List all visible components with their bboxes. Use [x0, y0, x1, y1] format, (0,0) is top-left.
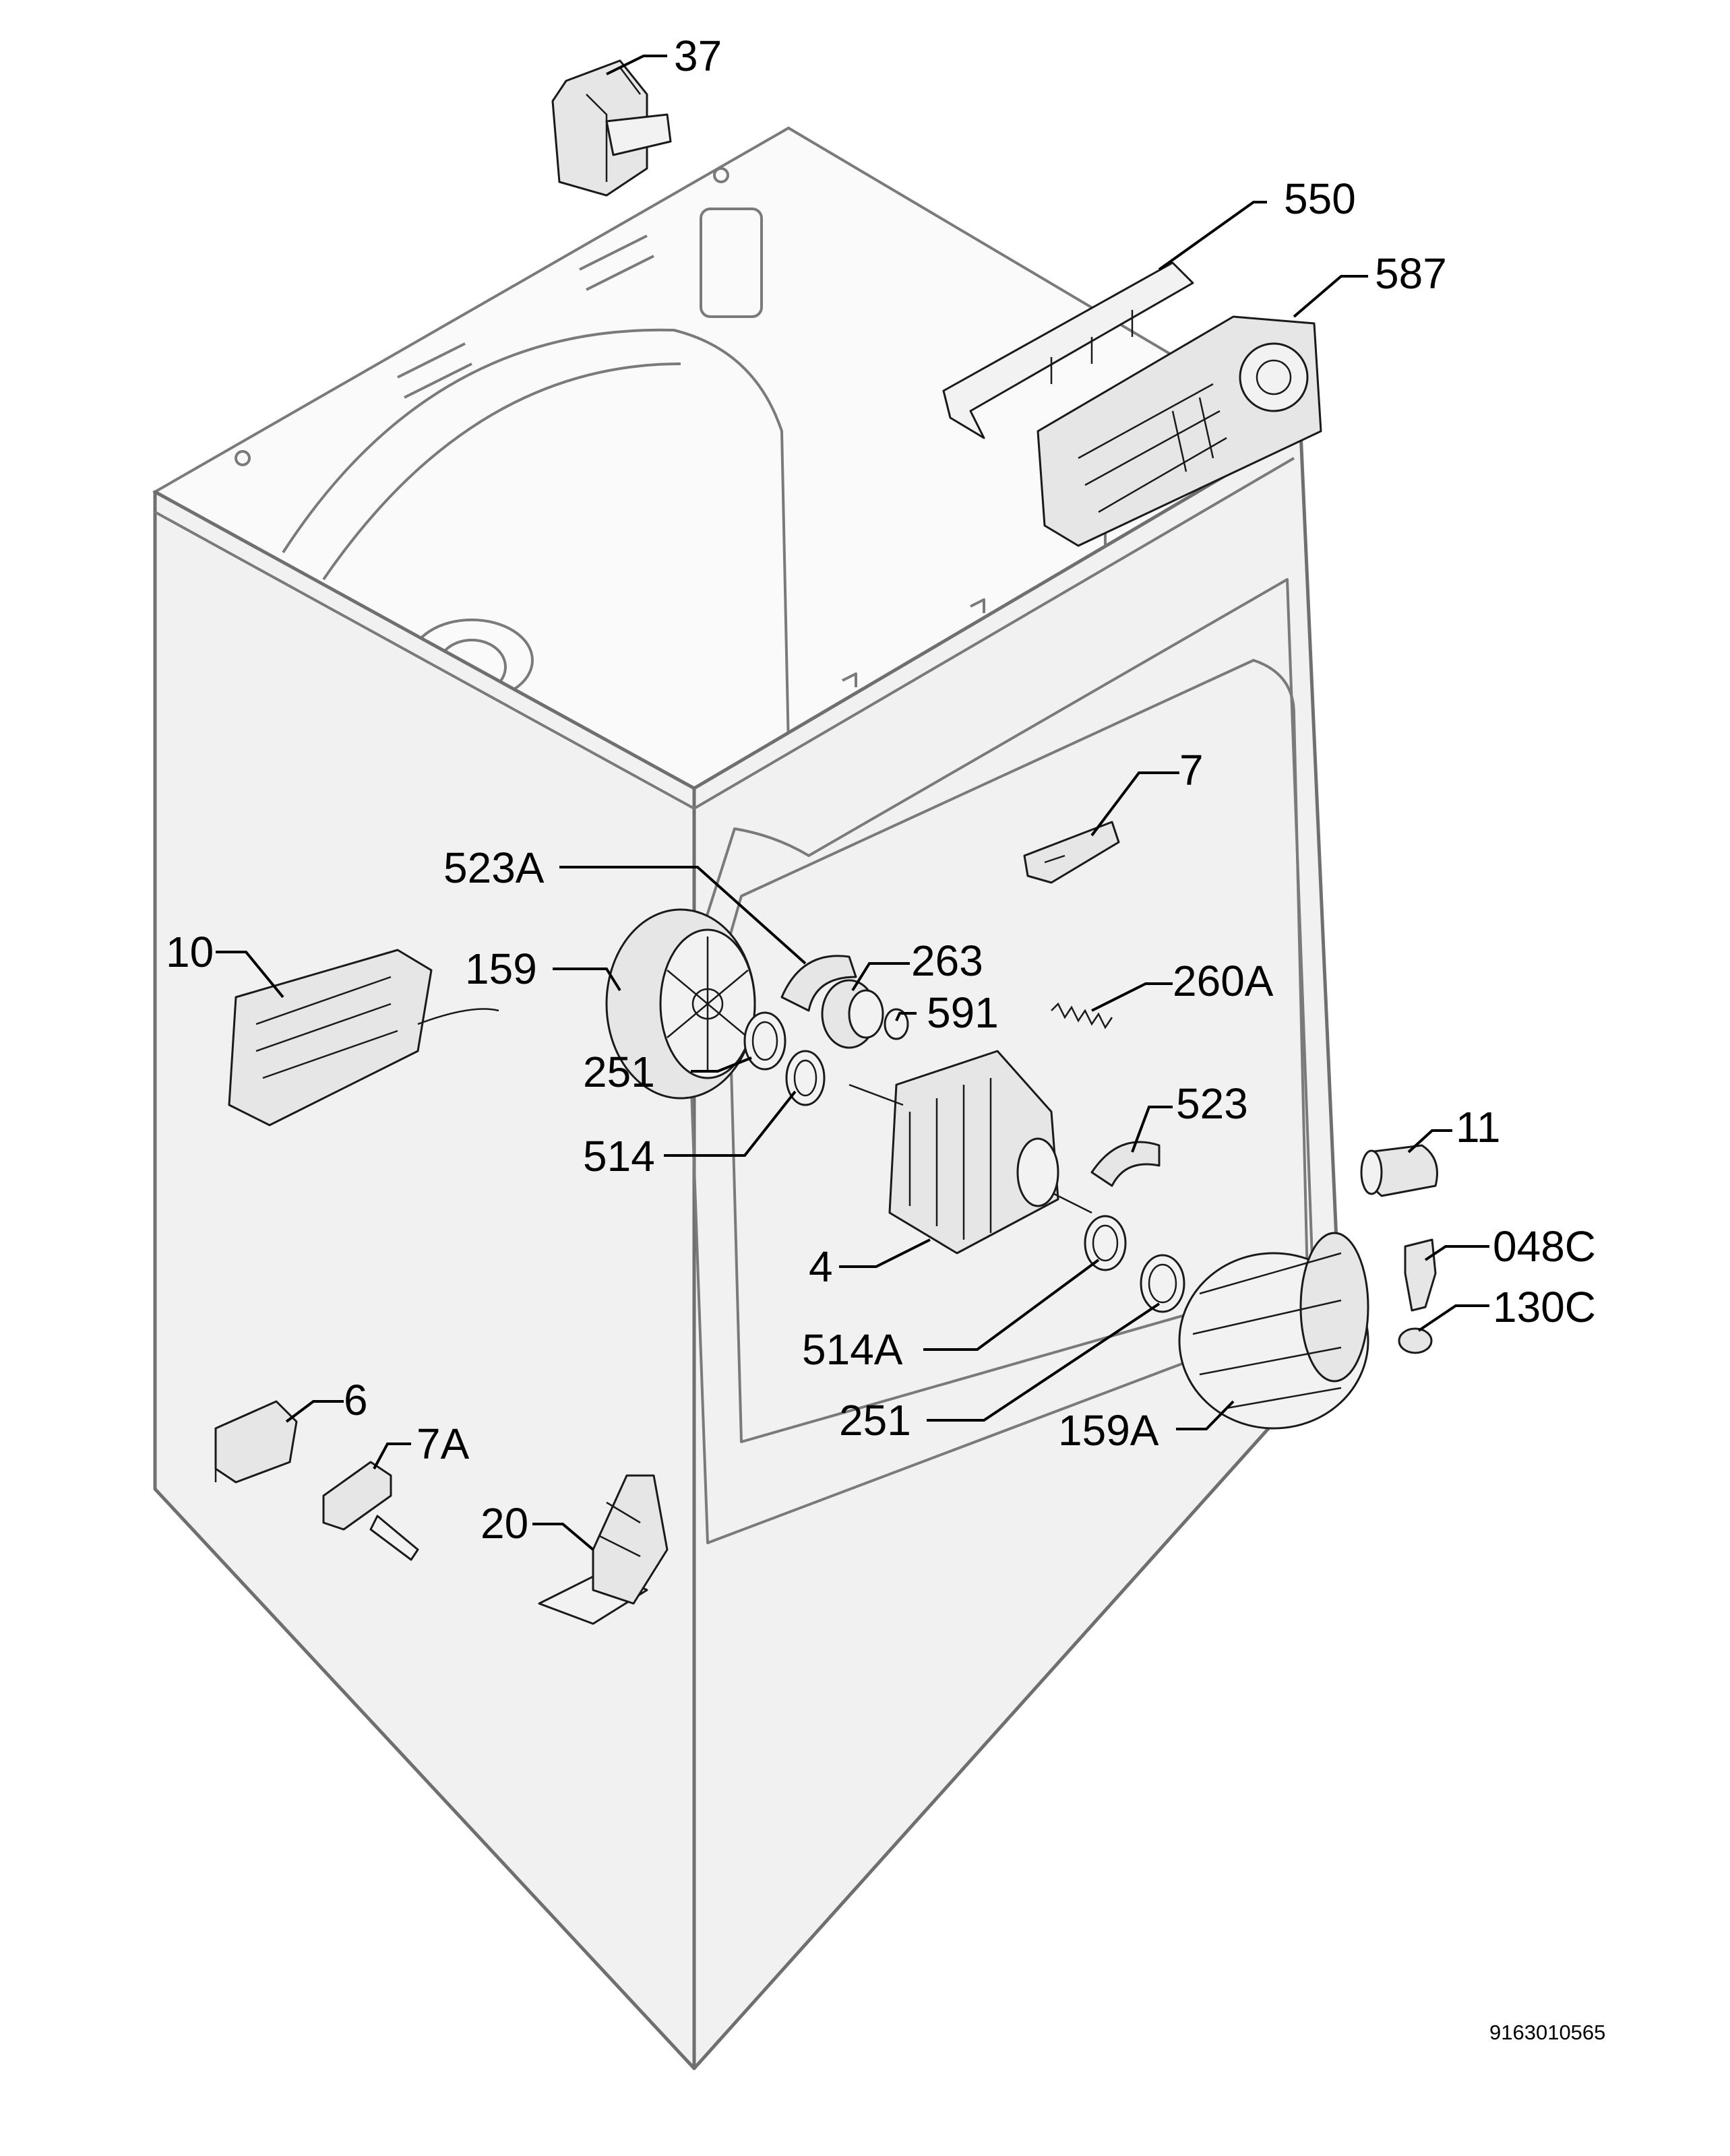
part-587-control-board	[1037, 315, 1322, 547]
callout-514: 514	[583, 1132, 655, 1180]
part-37-filter	[551, 59, 672, 197]
callout-523a: 523A	[443, 844, 545, 892]
callout-550: 550	[1284, 175, 1356, 223]
part-159a-fan-wheel	[1178, 1232, 1369, 1430]
callout-263: 263	[911, 937, 983, 985]
leader-lines	[216, 55, 1489, 1551]
part-263-bearing	[821, 979, 884, 1049]
part-130c-plug	[1398, 1327, 1433, 1354]
callout-7: 7	[1179, 746, 1204, 794]
callout-048c: 048C	[1493, 1222, 1596, 1271]
callout-514a: 514A	[802, 1325, 903, 1374]
part-20-actuator	[538, 1474, 669, 1625]
callout-11: 11	[1456, 1103, 1500, 1151]
part-260a-spring	[1051, 1002, 1113, 1029]
part-514a-seal	[1084, 1215, 1127, 1271]
part-048c-sensor	[1404, 1238, 1437, 1312]
part-11-capacitor	[1360, 1144, 1438, 1197]
callout-523: 523	[1176, 1079, 1248, 1128]
callout-7a: 7A	[416, 1420, 470, 1468]
callout-6: 6	[344, 1376, 368, 1424]
part-251-seal-upper	[743, 1011, 786, 1071]
callout-251-lower: 251	[839, 1396, 911, 1445]
callout-159: 159	[465, 945, 537, 993]
part-514-seal	[785, 1050, 826, 1106]
callout-251-upper: 251	[583, 1048, 655, 1096]
document-number: 9163010565	[1489, 2021, 1605, 2044]
part-159-drive-wheel	[605, 908, 756, 1100]
callout-587: 587	[1375, 249, 1447, 298]
part-523a-bearing-cap	[780, 955, 857, 1012]
part-523-bearing-cap	[1090, 1141, 1161, 1187]
part-550-cover	[942, 261, 1194, 439]
dryer-cabinet	[152, 126, 1343, 2070]
callout-labels: 37 550 587 7 523A 10 159 263 591 260A 25…	[166, 32, 1596, 1548]
part-7a-microswitch	[322, 1461, 419, 1561]
callout-4: 4	[809, 1242, 833, 1291]
callout-10: 10	[166, 928, 214, 976]
part-6-door-lock	[214, 1400, 298, 1484]
callout-37: 37	[674, 32, 722, 80]
part-4-motor	[848, 1050, 1092, 1255]
callout-159a: 159A	[1058, 1406, 1159, 1455]
part-251-seal-lower	[1140, 1254, 1185, 1313]
callout-591: 591	[927, 988, 999, 1037]
callout-20: 20	[481, 1499, 528, 1548]
callout-260a: 260A	[1173, 957, 1274, 1005]
callout-130c: 130C	[1493, 1283, 1596, 1331]
part-591-washer	[884, 1008, 909, 1040]
